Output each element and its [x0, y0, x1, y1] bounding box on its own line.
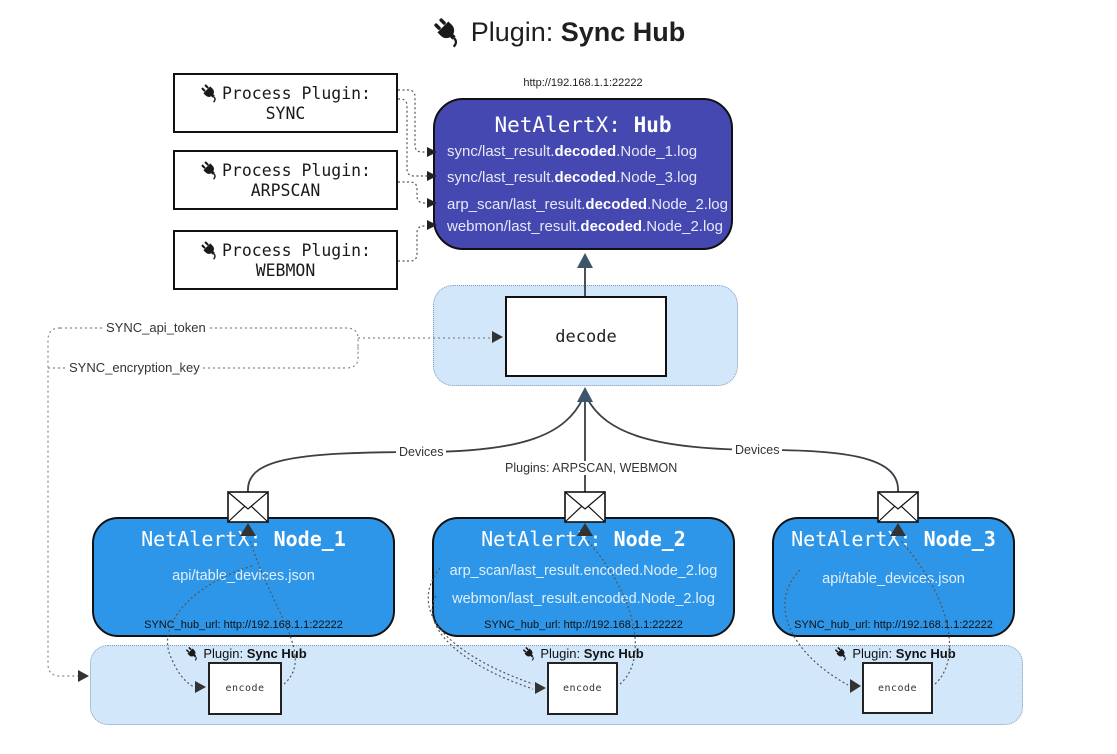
- process-plugin-label: Process Plugin:: [221, 160, 371, 180]
- hub-log-line: webmon/last_result.decoded.Node_2.log: [447, 218, 723, 235]
- process-plugin-sync: Process Plugin: SYNC: [173, 73, 398, 133]
- process-plugin-label: Process Plugin:: [221, 83, 371, 103]
- encode-box: encode: [208, 662, 282, 715]
- hub-log-line: sync/last_result.decoded.Node_1.log: [447, 143, 698, 160]
- band-plugin-label: Plugin: Sync Hub: [810, 646, 980, 661]
- node-2: NetAlertX: Node_2 arp_scan/last_result.e…: [432, 517, 735, 637]
- hub-log-line: arp_scan/last_result.decoded.Node_2.log: [447, 196, 728, 213]
- hub-title: NetAlertX: Hub: [494, 113, 672, 137]
- plug-icon: [200, 240, 220, 260]
- node-hub-url: SYNC_hub_url: http://192.168.1.1:22222: [794, 619, 993, 631]
- node-3: NetAlertX: Node_3 api/table_devices.json…: [772, 517, 1015, 637]
- plug-icon: [200, 160, 220, 180]
- node-file: api/table_devices.json: [172, 568, 315, 584]
- process-plugin-label: Process Plugin:: [221, 240, 371, 260]
- node-title: NetAlertX: Node_1: [141, 527, 346, 551]
- node-hub-url: SYNC_hub_url: http://192.168.1.1:22222: [144, 619, 343, 631]
- hub-url: http://192.168.1.1:22222: [523, 77, 643, 89]
- plug-icon: [200, 83, 220, 103]
- node-file: api/table_devices.json: [822, 571, 965, 587]
- hub-node: NetAlertX: Hub sync/last_result.decoded.…: [433, 98, 733, 250]
- process-plugin-name: WEBMON: [255, 261, 316, 280]
- node-1: NetAlertX: Node_1 api/table_devices.json…: [92, 517, 395, 637]
- encode-box: encode: [547, 662, 618, 715]
- encode-box: encode: [862, 662, 933, 714]
- plug-icon: [185, 646, 200, 661]
- node-title: NetAlertX: Node_3: [791, 527, 996, 551]
- band-plugin-label: Plugin: Sync Hub: [161, 646, 331, 661]
- page-title-text: Plugin: Sync Hub: [470, 16, 686, 47]
- decode-box: decode: [505, 296, 667, 377]
- process-plugin-name: ARPSCAN: [250, 181, 321, 200]
- band-plugin-label: Plugin: Sync Hub: [498, 646, 668, 661]
- node-title: NetAlertX: Node_2: [481, 527, 686, 551]
- plug-icon: [834, 646, 849, 661]
- plug-icon: [522, 646, 537, 661]
- hub-log-line: sync/last_result.decoded.Node_3.log: [447, 169, 698, 186]
- node-hub-url: SYNC_hub_url: http://192.168.1.1:22222: [484, 619, 683, 631]
- plug-icon: [432, 16, 464, 48]
- page-title: Plugin: Sync Hub: [0, 16, 1117, 48]
- process-plugin-name: SYNC: [265, 104, 306, 123]
- process-plugin-webmon: Process Plugin: WEBMON: [173, 230, 398, 290]
- node-file: arp_scan/last_result.encoded.Node_2.log: [449, 563, 718, 579]
- node-file: webmon/last_result.encoded.Node_2.log: [452, 591, 715, 607]
- process-plugin-arpscan: Process Plugin: ARPSCAN: [173, 150, 398, 210]
